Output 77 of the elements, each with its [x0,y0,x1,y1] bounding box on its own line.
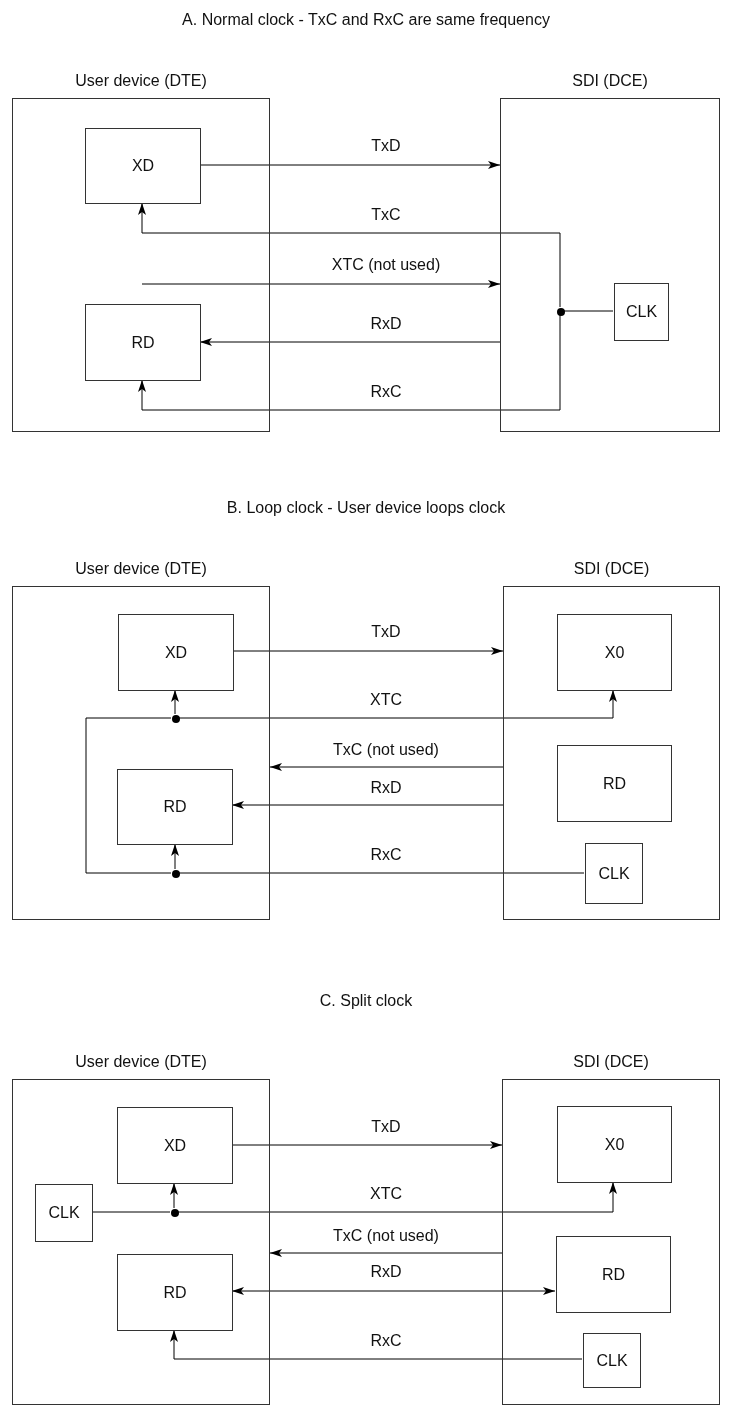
component-label: X0 [604,1135,625,1154]
signal-label: RxD [370,315,402,333]
component-box [85,128,201,204]
component-box [35,1184,93,1242]
component-label: CLK [625,303,658,321]
component-box [614,283,669,341]
component-label: XD [131,157,155,175]
component-box [557,1106,672,1183]
connector-line [141,280,501,288]
component-label: RD [131,333,155,352]
connector-line [269,1249,503,1257]
component-box [85,304,201,381]
component-label: CLK [596,1351,628,1370]
connector-line [269,763,504,771]
connector-line [199,161,501,169]
signal-label: RxC [370,846,402,864]
signal-label: TxD [371,1118,401,1136]
connector-line [138,202,561,308]
connector-line [170,1329,583,1360]
connector-line [199,338,501,346]
signal-label: XTC [370,691,402,709]
component-box [557,614,672,691]
signal-label: TxC [371,206,401,224]
component-label: X0 [604,643,625,662]
component-label: RD [602,774,627,793]
device-heading: User device (DTE) [74,559,208,579]
component-label: XD [163,1136,187,1155]
connector-line [232,647,504,655]
device-heading: SDI (DCE) [572,1052,650,1072]
connector-line [170,1182,178,1209]
component-box [117,769,233,845]
device-heading: User device (DTE) [74,71,208,91]
component-label: CLK [48,1204,80,1222]
connector-line [177,1181,617,1213]
connector-line [178,872,585,874]
signal-label: RxC [370,383,402,401]
device-heading: SDI (DCE) [572,559,651,579]
signal-label: RxD [370,779,402,797]
connector-line [85,717,172,874]
connector-line [231,1287,556,1295]
connector-line [563,310,614,312]
component-box [585,843,643,904]
component-box [118,614,234,691]
device-heading: SDI (DCE) [571,71,649,91]
junction-dot [172,870,180,878]
signal-label: RxD [370,1263,402,1281]
junction-dot [557,308,565,316]
component-label: RD [163,1283,187,1302]
junction-dot [171,1209,179,1217]
panel-title: C. Split clock [319,992,413,1010]
connector-line [171,689,179,715]
component-box [117,1254,233,1331]
component-label: XD [164,643,188,662]
signal-label: TxC (not used) [333,741,439,759]
signal-label: TxD [371,137,401,155]
signal-label: XTC (not used) [331,256,441,274]
connector-line [171,843,179,870]
connector-line [231,801,504,809]
panel-title: A. Normal clock - TxC and RxC are same frequency [182,11,550,29]
component-box [556,1236,671,1313]
signal-label: TxD [371,623,401,641]
component-box [557,745,672,822]
connector-line [178,689,617,719]
signal-label: TxC (not used) [333,1227,439,1245]
panel-title: B. Loop clock - User device loops clock [226,499,506,517]
junction-dot [172,715,180,723]
component-box [117,1107,233,1184]
connector-line [138,314,561,411]
component-box [583,1333,641,1388]
connector-line [91,1211,171,1213]
device-heading: User device (DTE) [74,1052,208,1072]
component-label: RD [601,1265,626,1284]
signal-label: RxC [370,1332,402,1350]
connector-line [231,1141,503,1149]
component-label: CLK [598,864,630,883]
component-label: RD [163,798,187,816]
signal-label: XTC [370,1185,402,1203]
